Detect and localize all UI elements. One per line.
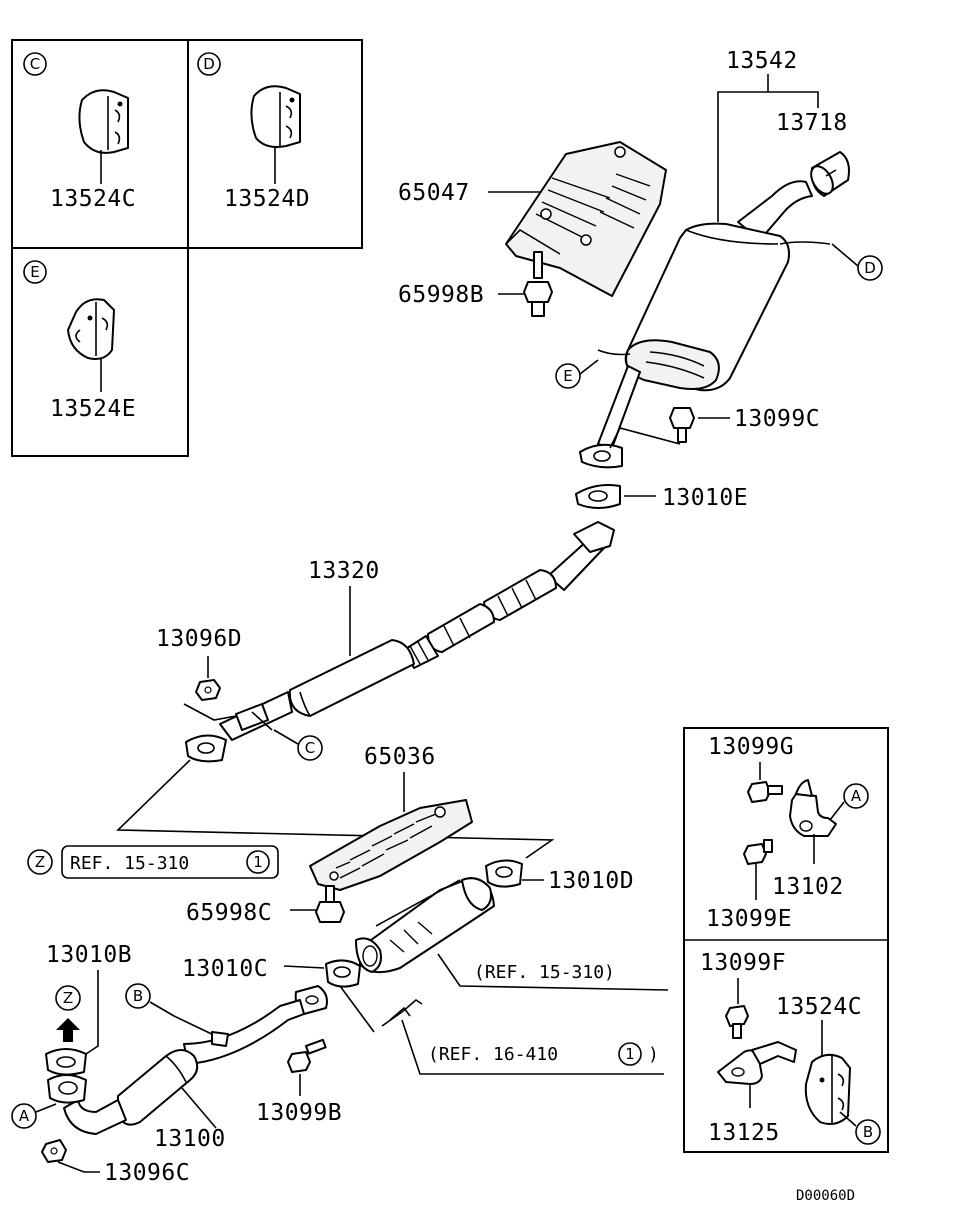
part-label-13099c: 13099C xyxy=(734,406,820,432)
right-bottom-label-1: 13099F xyxy=(700,950,786,976)
hanger-13524c-right-icon xyxy=(804,1053,851,1125)
part-label-65998c: 65998C xyxy=(186,900,272,926)
tail-tip-13718-icon xyxy=(810,151,850,197)
bolt-65998c-icon xyxy=(315,885,345,923)
callout-b-badge xyxy=(125,983,151,1009)
callout-c-badge xyxy=(23,52,47,76)
hanger-13524d-icon xyxy=(250,85,301,148)
heat-shield-65047-icon xyxy=(505,141,667,297)
gasket-13010d-icon xyxy=(485,859,523,888)
nut-13096d-icon xyxy=(195,679,221,701)
bolt-13099g-icon xyxy=(747,781,783,803)
callout-c-pipe-letter: C xyxy=(305,739,315,757)
bolt-13099c-icon xyxy=(669,407,695,443)
right-top-label-2: 13102 xyxy=(772,874,844,900)
callout-a-right-badge xyxy=(843,783,869,809)
bracket-13102-icon xyxy=(789,779,837,837)
ref-16-410-num: 1 xyxy=(625,1045,635,1063)
callout-a-right-letter: A xyxy=(851,787,862,805)
front-pipe-13100-icon xyxy=(47,985,328,1135)
callout-a-badge xyxy=(11,1103,37,1129)
gasket-13010c-icon xyxy=(325,959,361,988)
part-label-13096c: 13096C xyxy=(104,1160,190,1186)
part-label-65047: 65047 xyxy=(398,180,470,206)
part-label-65036: 65036 xyxy=(364,744,436,770)
part-label-13096d: 13096D xyxy=(156,626,242,652)
part-label-13542: 13542 xyxy=(726,48,798,74)
inset-box-c: C 13524C xyxy=(11,39,189,249)
callout-z-letter: Z xyxy=(35,853,45,871)
callout-b-right-badge xyxy=(855,1119,881,1145)
right-detail-box: 13099G A 13102 13099E 13099F 13524C xyxy=(683,727,889,1153)
callout-d-muffler-letter: D xyxy=(864,259,876,277)
right-top-label-3: 13099E xyxy=(706,906,792,932)
part-label-13010c: 13010C xyxy=(182,956,268,982)
callout-e-muffler-letter: E xyxy=(563,367,572,385)
callout-b-right-letter: B xyxy=(863,1123,873,1141)
right-top-label-1: 13099G xyxy=(708,734,794,760)
bracket-13125-icon xyxy=(717,1041,797,1085)
ref-16-410-label: (REF. 16-410 xyxy=(428,1044,558,1065)
part-label-13010d: 13010D xyxy=(548,868,634,894)
hanger-13524c-icon xyxy=(78,89,129,154)
ref-16-410-num-badge xyxy=(618,1042,642,1066)
center-pipe-13320-icon xyxy=(185,521,615,763)
callout-a-letter: A xyxy=(19,1107,30,1125)
callout-z2-badge xyxy=(55,985,81,1011)
inset-d-part-label: 13524D xyxy=(224,186,310,212)
callout-c-letter: C xyxy=(30,55,40,73)
inset-e-part-label: 13524E xyxy=(50,396,136,422)
callout-e-letter: E xyxy=(30,263,39,281)
part-label-13100: 13100 xyxy=(154,1126,226,1152)
inset-box-d: D 13524D xyxy=(187,39,363,249)
nut-13099e-icon xyxy=(743,839,773,865)
callout-z-badge xyxy=(27,849,53,875)
ref-16-410-close: ) xyxy=(648,1044,659,1065)
hanger-13524e-icon xyxy=(67,298,115,360)
gasket-13010e-icon xyxy=(575,484,621,509)
callout-z2-letter: Z xyxy=(63,989,73,1007)
part-label-13010b: 13010B xyxy=(46,942,132,968)
part-label-13718: 13718 xyxy=(776,110,848,136)
part-label-13099b: 13099B xyxy=(256,1100,342,1126)
callout-e-badge xyxy=(23,260,47,284)
part-label-13010e: 13010E xyxy=(662,485,748,511)
bolt-13099b-icon xyxy=(287,1038,327,1073)
ref-15-310-paren-label: (REF. 15-310) xyxy=(474,962,615,983)
nut-13096c-icon xyxy=(41,1139,67,1163)
part-label-65998b: 65998B xyxy=(398,282,484,308)
callout-c-pipe-badge xyxy=(297,735,323,761)
sensor-wire-icon xyxy=(381,998,423,1027)
ref-15-310-num-badge xyxy=(246,850,270,874)
callout-d-muffler-badge xyxy=(857,255,883,281)
inset-c-part-label: 13524C xyxy=(50,186,136,212)
inset-box-e: E 13524E xyxy=(11,247,189,457)
callout-b-letter: B xyxy=(133,987,143,1005)
bolt-13099f-icon xyxy=(725,1005,749,1039)
muffler-13542-icon xyxy=(579,180,831,469)
diagram-code: D00060D xyxy=(796,1188,855,1204)
ref-15-310-num: 1 xyxy=(253,853,263,871)
catalytic-converter-icon xyxy=(355,877,495,974)
right-bottom-label-2: 13524C xyxy=(776,994,862,1020)
ref-15-310-box xyxy=(61,845,279,879)
callout-d-badge xyxy=(197,52,221,76)
gasket-13010b-icon xyxy=(45,1048,87,1076)
callout-d-letter: D xyxy=(203,55,215,73)
right-bottom-label-3: 13125 xyxy=(708,1120,780,1146)
bolt-65998b-icon xyxy=(523,251,553,317)
part-label-13320: 13320 xyxy=(308,558,380,584)
ref-15-310-label: REF. 15-310 xyxy=(70,853,189,874)
callout-e-muffler-badge xyxy=(555,363,581,389)
heat-shield-65036-icon xyxy=(309,799,473,891)
up-arrow-icon xyxy=(56,1018,80,1042)
